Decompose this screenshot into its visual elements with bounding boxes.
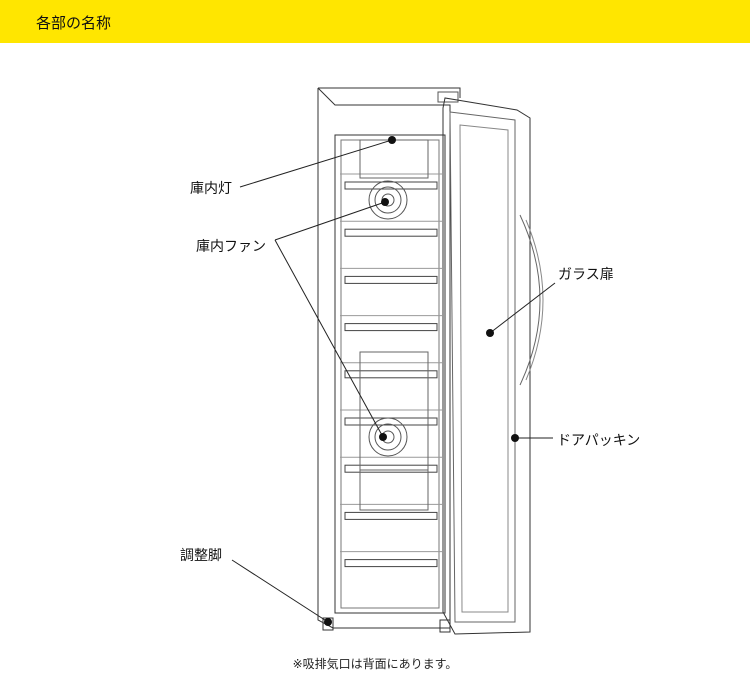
- leader-lines: [231, 139, 556, 623]
- callout-dots: [324, 136, 519, 626]
- shelf: [344, 228, 438, 237]
- shelf: [344, 511, 438, 520]
- cabinet: [317, 87, 461, 633]
- shelf: [344, 323, 438, 332]
- shelf: [344, 559, 438, 568]
- shelf: [344, 275, 438, 284]
- label-glass-door: ガラス扉: [558, 267, 614, 283]
- header-bar: 各部の名称: [0, 0, 750, 43]
- label-interior-light: 庫内灯: [190, 181, 232, 197]
- label-adjustable-feet: 調整脚: [180, 548, 222, 564]
- door: [442, 97, 544, 635]
- label-interior-fan: 庫内ファン: [196, 239, 266, 255]
- footnote: ※吸排気口は背面にあります。: [292, 657, 458, 671]
- shelf: [344, 181, 438, 190]
- header-title: 各部の名称: [36, 14, 112, 32]
- fan-lower: [368, 417, 408, 457]
- shelves: [340, 173, 442, 568]
- shelf: [344, 464, 438, 473]
- shelf: [344, 370, 438, 379]
- label-door-gasket: ドアパッキン: [557, 433, 641, 449]
